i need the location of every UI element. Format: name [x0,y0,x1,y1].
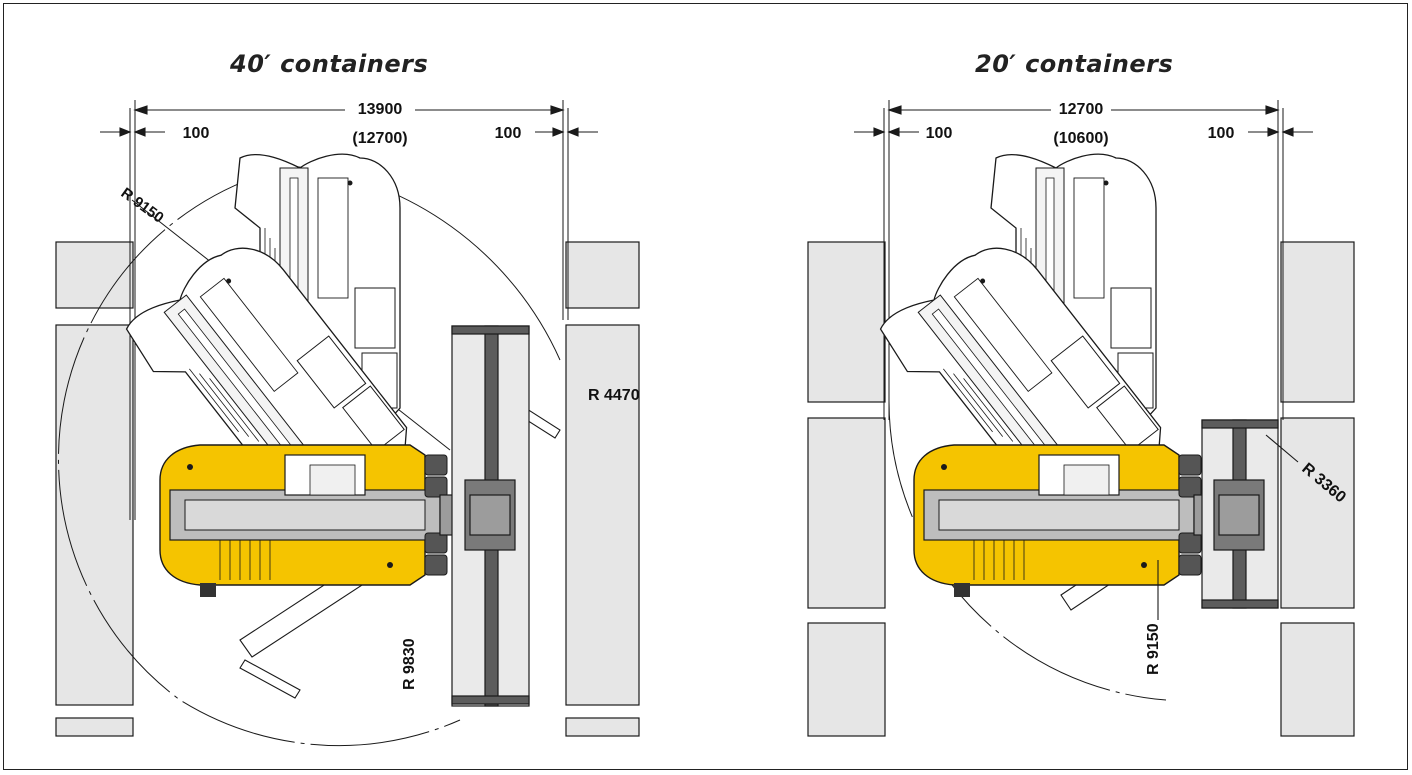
dim-total-alt-right: (10600) [1053,130,1108,147]
reference-lines-left [129,100,569,520]
spreader-40ft [451,325,530,707]
radius-leaders-right [1157,434,1299,620]
clearance-left-left: 100 [183,125,210,142]
radius-outer-left: R 9150 [118,184,167,226]
dimension-total-right [854,105,1313,137]
title-20ft: 20′ containers [975,50,1174,78]
radius-outer-right: R 9150 [1145,623,1162,675]
dim-total-alt-left: (12700) [352,130,407,147]
container-blocks-right [807,241,1355,737]
dim-total-left: 13900 [358,101,403,118]
dimension-total-left [100,105,598,137]
container-blocks-left [55,241,640,737]
spreader-20ft [1201,419,1279,609]
title-40ft: 40′ containers [230,50,429,78]
radius-spreader-left: R 4470 [588,387,640,404]
left-diagram: 13900 (12700) 100 100 R 9150 R 4470 R 98… [55,100,640,747]
dim-total-right: 12700 [1059,101,1104,118]
radius-arcs-right [888,399,1167,701]
machine-40ft [159,444,501,598]
clearance-right-right: 100 [1208,125,1235,142]
clearance-right-left: 100 [495,125,522,142]
right-diagram: 12700 (10600) 100 100 R 3360 R 9150 [807,100,1355,737]
clearance-left-right: 100 [926,125,953,142]
radius-boom-left: R 9830 [401,638,418,690]
reference-lines-right [883,100,1284,420]
